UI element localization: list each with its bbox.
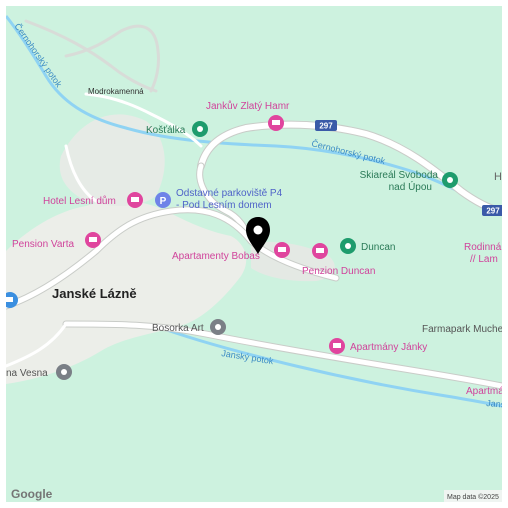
river-label-jansky-2: Jans xyxy=(486,398,502,410)
bed-glyph xyxy=(89,237,97,242)
poi-label: Skiareál Svoboda xyxy=(360,170,439,181)
parking-icon xyxy=(155,192,171,208)
poi-label: Odstavné parkoviště P4 xyxy=(176,188,283,199)
google-logo: Google xyxy=(11,487,53,501)
edge-label-apartma: Apartmá xyxy=(466,386,502,397)
attribution[interactable]: Map data ©2025 xyxy=(444,490,502,502)
poi-label: Pension Varta xyxy=(12,239,75,250)
svg-text:297: 297 xyxy=(486,207,500,216)
edge-label-h: H xyxy=(494,171,502,183)
poi-apartamenty-bobas[interactable]: Apartamenty Bobas xyxy=(172,242,290,262)
place-glyph xyxy=(345,243,351,249)
poi-label: Penzion Duncan xyxy=(302,266,375,277)
bed-glyph xyxy=(131,197,139,202)
bed-glyph xyxy=(278,247,286,252)
poi-apartmany-janky[interactable]: Apartmány Jánky xyxy=(329,338,427,354)
poi-skiareal-svoboda[interactable]: Skiareál Svoboda nad Úpou xyxy=(360,170,458,193)
edge-label-farmapark: Farmapark Muche xyxy=(422,324,502,335)
poi-bosorka-art[interactable]: Bosorka Art xyxy=(152,319,226,335)
cart-glyph xyxy=(6,297,13,302)
poi-label: Košťálka xyxy=(146,125,186,136)
marker-hole xyxy=(253,225,263,235)
settlement-area-north xyxy=(59,114,165,206)
poi-label: Bosorka Art xyxy=(152,323,204,334)
map-canvas[interactable]: 297 297 Modrokamenná Černohorský potok Č… xyxy=(6,6,502,502)
place-glyph xyxy=(61,369,67,375)
bed-glyph xyxy=(333,343,341,348)
attribution-text: Map data ©2025 xyxy=(447,493,499,501)
place-glyph xyxy=(197,126,203,132)
poi-pension-varta[interactable]: Pension Varta xyxy=(12,232,101,250)
road-shield-297-a: 297 xyxy=(315,120,337,131)
poi-kostalka[interactable]: Košťálka xyxy=(146,121,208,137)
map-svg: 297 297 Modrokamenná Černohorský potok Č… xyxy=(6,6,502,502)
bed-glyph xyxy=(316,248,324,253)
place-glyph xyxy=(215,324,221,330)
poi-penzion-duncan[interactable]: Penzion Duncan xyxy=(302,243,375,277)
poi-edge-west[interactable] xyxy=(6,292,18,308)
street-label-modrokamenna: Modrokamenná xyxy=(88,87,144,96)
bed-glyph xyxy=(272,120,280,125)
poi-label: Duncan xyxy=(361,242,395,253)
poi-label-line2: nad Úpou xyxy=(389,180,432,193)
poi-label: Hotel Lesní dům xyxy=(43,195,116,207)
poi-duncan[interactable]: Duncan xyxy=(340,238,395,254)
poi-vesna[interactable]: na Vesna xyxy=(6,364,72,380)
settlement-area xyxy=(6,200,247,384)
poi-parking-p4[interactable]: P Odstavné parkoviště P4 - Pod Lesním do… xyxy=(155,188,283,211)
poi-label: na Vesna xyxy=(6,368,48,379)
poi-label-line2: - Pod Lesním domem xyxy=(176,200,272,211)
town-label: Janské Lázně xyxy=(52,286,137,301)
svg-text:297: 297 xyxy=(319,122,333,131)
marker-pin-icon xyxy=(246,217,270,254)
edge-label-rodinna-2: // Lam xyxy=(470,254,498,265)
location-marker[interactable] xyxy=(246,217,270,254)
road-shield-297-b: 297 xyxy=(482,205,502,216)
poi-hotel-lesni-dum[interactable]: Hotel Lesní dům xyxy=(43,192,143,208)
place-glyph xyxy=(447,177,453,183)
parking-glyph: P xyxy=(160,196,167,207)
river-jansky xyxy=(155,324,502,408)
poi-label: Jankův Zlatý Hamr xyxy=(206,100,290,112)
poi-label: Apartmány Jánky xyxy=(350,342,427,353)
poi-label: Apartamenty Bobas xyxy=(172,251,260,262)
poi-jankuv-zlaty-hamr[interactable]: Jankův Zlatý Hamr xyxy=(206,100,290,131)
edge-label-rodinna-1: Rodinná xyxy=(464,242,502,253)
